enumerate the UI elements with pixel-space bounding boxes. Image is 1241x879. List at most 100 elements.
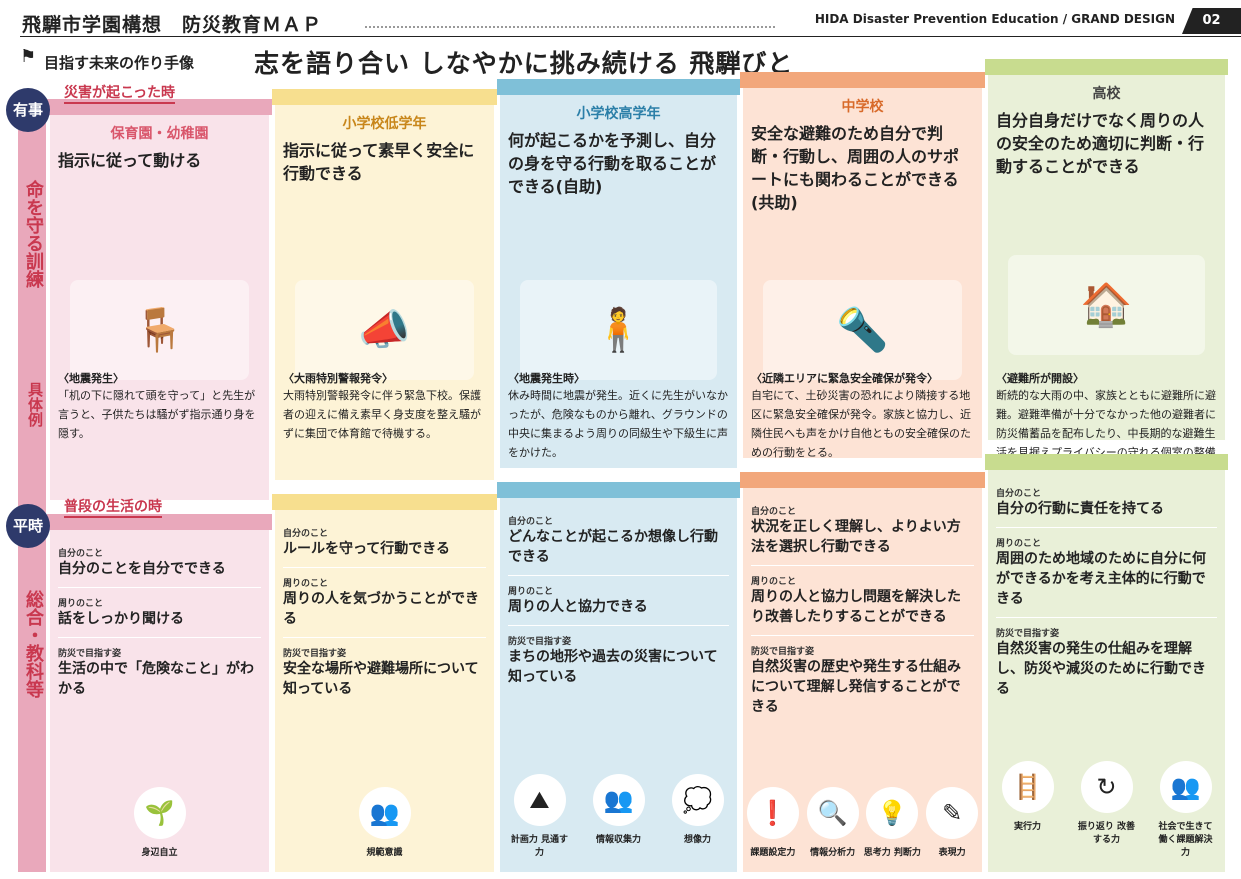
example-title: 〈大雨特別警報発令〉 <box>283 372 393 385</box>
skill-icons: 👥規範意識 <box>275 787 494 860</box>
column-band <box>497 482 740 498</box>
aim-statement: 志を語り合い しなやかに挑み続ける 飛騨びと <box>254 49 794 78</box>
emergency-card: 高校 自分自身だけでなく周りの人の安全のため適切に判断・行動することができる 🏠… <box>988 75 1225 478</box>
emergency-card: 中学校 安全な避難のため自分で判断・行動し、周囲の人のサポートにも関わることがで… <box>743 88 982 459</box>
skill-item: 🪜 実行力 <box>998 761 1058 860</box>
around-label: 周りのこと <box>283 579 329 589</box>
skill-label: 身辺自立 <box>141 848 178 858</box>
skill-label: 社会で生きて働く課題解決力 <box>1158 822 1213 858</box>
skill-icons: ❗課題設定力🔍情報分析力💡思考力 判断力✎表現力 <box>743 787 982 860</box>
example-title: 〈地震発生時〉 <box>508 372 585 385</box>
self-label: 自分のこと <box>751 507 797 517</box>
normal-card: 自分のこと 状況を正しく理解し、よりよい方法を選択し行動できる 周りのこと 周り… <box>743 488 982 872</box>
skill-label: 振り返り 改善する力 <box>1077 822 1136 845</box>
illustration: 🪑 <box>70 280 249 380</box>
column-band <box>272 89 497 105</box>
skill-icon: 💡 <box>866 787 919 839</box>
around-label: 周りのこと <box>58 599 104 609</box>
skill-icon: ↻ <box>1080 761 1133 813</box>
goal-text: 何が起こるかを予測し、自分の身を守る行動を取ることができる(自助) <box>508 131 717 196</box>
skill-item: ✎ 表現力 <box>922 787 982 860</box>
self-text: どんなことが起こるか想像し行動できる <box>508 527 729 576</box>
skill-label: 表現力 <box>938 848 966 858</box>
skill-item: ❗課題設定力 <box>743 787 803 860</box>
self-label: 自分のこと <box>283 529 329 539</box>
skill-item: 💭想像力 <box>668 774 728 860</box>
bousai-label: 防災で目指す姿 <box>508 637 572 647</box>
column-title: 保育園・幼稚園 <box>110 126 209 142</box>
normal-label: 普段の生活の時 <box>64 496 162 518</box>
skill-item: 🌱身辺自立 <box>130 787 190 860</box>
skill-label: 計画力 見通す力 <box>510 835 569 858</box>
self-label: 自分のこと <box>996 489 1042 499</box>
around-label: 周りのこと <box>751 577 797 587</box>
example-text: 自宅にて、土砂災害の恐れにより隣接する地区に緊急安全確保が発令。家族と協力し、近… <box>751 389 971 459</box>
bousai-label: 防災で目指す姿 <box>996 629 1060 639</box>
bousai-label: 防災で目指す姿 <box>751 647 815 657</box>
skill-label: 情報収集力 <box>595 835 641 845</box>
self-label: 自分のこと <box>58 549 104 559</box>
example-text: 大雨特別警報発令に伴う緊急下校。保護者の迎えに備え素早く身支度を整え騒がずに集団… <box>283 389 481 440</box>
page-number: 02 <box>1182 8 1241 34</box>
skill-label: 実行力 <box>1013 822 1041 832</box>
illustration: 📣 <box>295 280 474 380</box>
goal-text: 指示に従って動ける <box>58 151 202 170</box>
side-strip <box>18 120 46 872</box>
normal-vertical: 総合・教科等 <box>23 590 44 698</box>
skill-label: 課題設定力 <box>750 848 796 858</box>
flag-icon: ⚑ <box>20 46 37 67</box>
skill-label: 情報分析力 <box>810 848 856 858</box>
emergency-badge: 有事 <box>6 88 50 132</box>
skill-item: 👥規範意識 <box>355 787 415 860</box>
self-text: 状況を正しく理解し、よりよい方法を選択し行動できる <box>751 517 974 566</box>
illustration: 🏠 <box>1008 255 1205 355</box>
column-band <box>272 494 497 510</box>
bousai-text: 安全な場所や避難場所について知っている <box>283 661 479 697</box>
example-title: 〈地震発生〉 <box>58 372 124 385</box>
skill-label: 思考力 判断力 <box>863 848 921 858</box>
around-text: 周りの人と協力できる <box>508 597 729 626</box>
self-label: 自分のこと <box>508 517 554 527</box>
bousai-label: 防災で目指す姿 <box>283 649 347 659</box>
bousai-text: 自然災害の歴史や発生する仕組みについて理解し発信することができる <box>751 659 961 715</box>
goal-text: 指示に従って素早く安全に行動できる <box>283 141 475 183</box>
self-text: ルールを守って行動できる <box>283 539 486 568</box>
skill-icon: ✎ <box>926 787 979 839</box>
page-title: 飛騨市学園構想 防災教育ＭＡＰ <box>22 14 323 36</box>
english-title: HIDA Disaster Prevention Education / GRA… <box>814 12 1175 26</box>
column-band <box>740 472 985 488</box>
goal-text: 安全な避難のため自分で判断・行動し、周囲の人のサポートにも関わることができる(共… <box>751 124 960 212</box>
skill-icon: 🪜 <box>1001 761 1054 813</box>
around-label: 周りのこと <box>996 539 1042 549</box>
divider <box>20 36 1241 37</box>
normal-card: 自分のこと 自分のことを自分でできる 周りのこと 話をしっかり聞ける 防災で目指… <box>50 530 269 872</box>
example-title: 〈近隣エリアに緊急安全確保が発令〉 <box>751 372 938 385</box>
skill-icons: 🪜 実行力 ↻ 振り返り 改善する力 👥 社会で生きて働く課題解決力 <box>988 761 1225 860</box>
normal-card: 自分のこと 自分の行動に責任を持てる 周りのこと 周囲のため地域のために自分に何… <box>988 470 1225 872</box>
emergency-card: 保育園・幼稚園 指示に従って動ける 🪑 〈地震発生〉 「机の下に隠れて頭を守って… <box>50 115 269 500</box>
skill-item: ↻ 振り返り 改善する力 <box>1077 761 1137 860</box>
column-band <box>497 79 740 95</box>
normal-card: 自分のこと どんなことが起こるか想像し行動できる 周りのこと 周りの人と協力でき… <box>500 498 737 872</box>
column-band <box>47 514 272 530</box>
bousai-text: 自然災害の発生の仕組みを理解し、防災や減災のために行動できる <box>996 641 1206 697</box>
skill-icons: 🌱身辺自立 <box>50 787 269 860</box>
skill-item: 💡 思考力 判断力 <box>863 787 923 860</box>
bousai-label: 防災で目指す姿 <box>58 649 122 659</box>
skill-icon: 👥 <box>1159 761 1212 813</box>
examples-vertical: 具体例 <box>26 382 44 427</box>
emergency-label: 災害が起こった時 <box>64 82 176 104</box>
example-text: 休み時間に地震が発生。近くに先生がいなかったが、危険なものから離れ、グラウンドの… <box>508 389 728 459</box>
column-band <box>985 454 1228 470</box>
self-text: 自分のことを自分でできる <box>58 559 261 588</box>
around-text: 周りの人を気づかうことができる <box>283 589 486 638</box>
column-title: 小学校低学年 <box>342 116 427 132</box>
around-text: 周囲のため地域のために自分に何ができるかを考え主体的に行動できる <box>996 549 1217 618</box>
illustration: 🔦 <box>763 280 962 380</box>
emergency-vertical: 命を守る訓練 <box>23 180 44 288</box>
column-title: 小学校高学年 <box>576 106 661 122</box>
divider <box>365 26 775 28</box>
bousai-text: まちの地形や過去の災害について知っている <box>508 649 718 685</box>
skill-icon: 💭 <box>671 774 724 826</box>
column-band <box>740 72 985 88</box>
